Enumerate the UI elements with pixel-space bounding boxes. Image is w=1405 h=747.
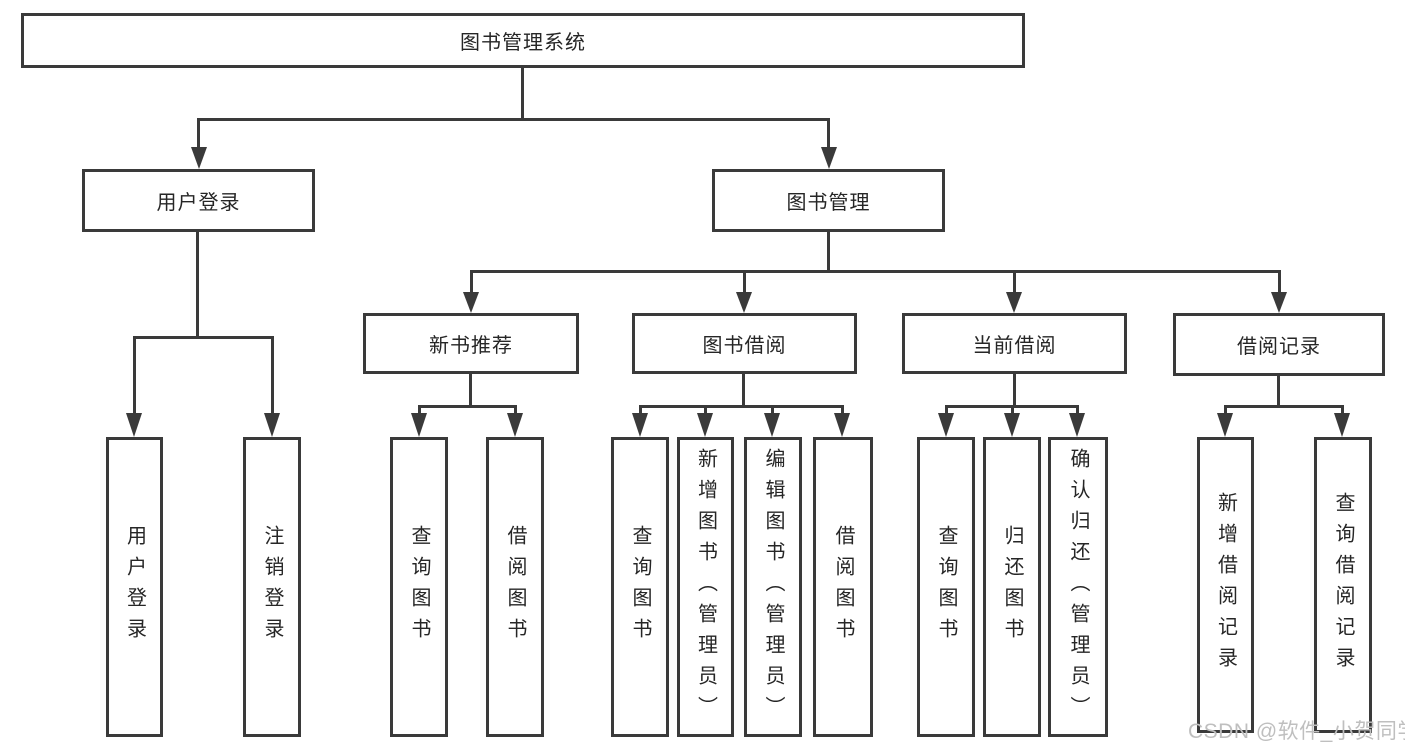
node-label: 新书推荐 — [429, 335, 513, 357]
connector-line — [639, 408, 642, 415]
node-label: 确认归还（管理员） — [1067, 447, 1089, 727]
node-borrowing-records: 借阅记录 — [1173, 313, 1385, 376]
leaf-user-login: 用户登录 — [106, 437, 163, 737]
connector-line — [742, 374, 745, 408]
connector-line — [197, 118, 830, 121]
connector-line — [1013, 273, 1016, 292]
arrow-down-icon — [938, 413, 954, 437]
connector-line — [271, 339, 274, 413]
connector-line — [771, 408, 774, 415]
node-label: 新增借阅记录 — [1214, 492, 1237, 678]
arrow-down-icon — [1217, 413, 1233, 437]
connector-line — [704, 408, 707, 415]
leaf-edit-books-admin: 编辑图书（管理员） — [744, 437, 802, 737]
node-new-book-recommend: 新书推荐 — [363, 313, 579, 374]
node-label: 新增图书（管理员） — [694, 447, 717, 727]
connector-line — [469, 374, 472, 408]
leaf-logout: 注销登录 — [243, 437, 301, 737]
leaf-borrow-books-recommend: 借阅图书 — [486, 437, 544, 737]
leaf-add-books-admin: 新增图书（管理员） — [677, 437, 734, 737]
arrow-down-icon — [1334, 413, 1350, 437]
connector-line — [1277, 376, 1280, 408]
connector-line — [514, 408, 517, 415]
connector-line — [521, 68, 524, 121]
arrow-down-icon — [463, 292, 479, 313]
node-label: 编辑图书（管理员） — [762, 447, 784, 727]
connector-line — [945, 405, 1079, 408]
arrow-down-icon — [736, 292, 752, 313]
arrow-down-icon — [1271, 292, 1287, 313]
connector-line — [945, 408, 948, 415]
connector-line — [1278, 273, 1281, 292]
node-label: 图书管理 — [786, 192, 871, 214]
node-label: 图书管理系统 — [460, 32, 586, 54]
node-book-borrowing: 图书借阅 — [632, 313, 857, 374]
node-current-borrowing: 当前借阅 — [902, 313, 1127, 374]
node-library-system: 图书管理系统 — [21, 13, 1025, 68]
arrow-down-icon — [264, 413, 280, 437]
leaf-confirm-return-admin: 确认归还（管理员） — [1048, 437, 1108, 737]
connector-line — [133, 336, 274, 339]
connector-line — [827, 121, 830, 148]
node-label: 查询图书 — [408, 525, 430, 649]
arrow-down-icon — [411, 413, 427, 437]
connector-line — [1011, 408, 1014, 415]
leaf-query-borrow-record: 查询借阅记录 — [1314, 437, 1372, 733]
leaf-query-books-recommend: 查询图书 — [390, 437, 448, 737]
connector-line — [1341, 408, 1344, 415]
connector-line — [841, 408, 844, 415]
arrow-down-icon — [1069, 413, 1085, 437]
connector-line — [827, 232, 830, 273]
node-label: 查询借阅记录 — [1332, 492, 1354, 678]
node-label: 用户登录 — [156, 192, 241, 214]
node-label: 注销登录 — [261, 525, 283, 649]
arrow-down-icon — [632, 413, 648, 437]
node-label: 归还图书 — [1001, 525, 1023, 649]
arrow-down-icon — [834, 413, 850, 437]
node-label: 当前借阅 — [972, 335, 1057, 357]
connector-line — [470, 273, 473, 292]
connector-line — [470, 270, 1281, 273]
connector-line — [418, 408, 421, 415]
arrow-down-icon — [821, 147, 837, 169]
node-label: 查询图书 — [629, 525, 651, 649]
connector-line — [743, 273, 746, 292]
leaf-return-books: 归还图书 — [983, 437, 1041, 737]
connector-line — [197, 121, 200, 148]
node-label: 借阅记录 — [1237, 336, 1321, 358]
arrow-down-icon — [764, 413, 780, 437]
connector-line — [196, 232, 199, 339]
node-label: 图书借阅 — [702, 335, 787, 357]
node-book-management: 图书管理 — [712, 169, 945, 232]
node-label: 借阅图书 — [504, 525, 526, 649]
csdn-watermark: CSDN @软件_小贺同学 — [1188, 720, 1405, 743]
arrow-down-icon — [126, 413, 142, 437]
connector-line — [1076, 408, 1079, 415]
arrow-down-icon — [507, 413, 523, 437]
connector-line — [639, 405, 844, 408]
leaf-borrow-books: 借阅图书 — [813, 437, 873, 737]
connector-line — [1224, 408, 1227, 415]
connector-line — [1224, 405, 1344, 408]
node-label: 借阅图书 — [832, 525, 854, 649]
node-label: 查询图书 — [935, 525, 957, 649]
node-label: 用户登录 — [123, 525, 146, 649]
arrow-down-icon — [1004, 413, 1020, 437]
arrow-down-icon — [191, 147, 207, 169]
arrow-down-icon — [1006, 292, 1022, 313]
connector-line — [1013, 374, 1016, 408]
node-user-login: 用户登录 — [82, 169, 315, 232]
arrow-down-icon — [697, 413, 713, 437]
connector-line — [418, 405, 517, 408]
leaf-add-borrow-record: 新增借阅记录 — [1197, 437, 1254, 733]
connector-line — [133, 339, 136, 413]
leaf-query-books-current: 查询图书 — [917, 437, 975, 737]
leaf-query-books-borrowing: 查询图书 — [611, 437, 669, 737]
